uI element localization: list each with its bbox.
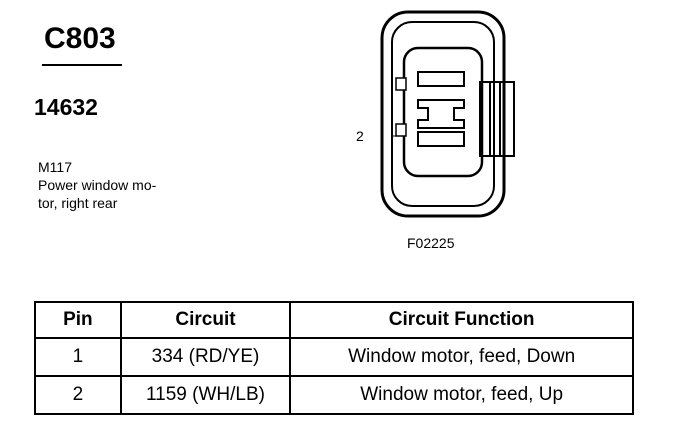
housing-inner bbox=[391, 21, 495, 207]
component-code: M117 bbox=[38, 159, 72, 175]
table-row: 2 1159 (WH/LB) Window motor, feed, Up bbox=[34, 375, 634, 415]
function-cell: Window motor, feed, Down bbox=[289, 337, 634, 377]
table-row: 1 334 (RD/YE) Window motor, feed, Down bbox=[34, 337, 634, 377]
locking-tab bbox=[479, 81, 515, 157]
column-header-function: Circuit Function bbox=[289, 301, 634, 339]
pin-cell: 1 bbox=[34, 337, 122, 377]
connector-id-underline bbox=[42, 64, 122, 66]
circuit-cell: 1159 (WH/LB) bbox=[119, 375, 292, 415]
figure-code: F02225 bbox=[407, 235, 455, 251]
pin-circuit-table: Pin Circuit Circuit Function 1 334 (RD/Y… bbox=[34, 301, 634, 415]
part-number: 14632 bbox=[34, 94, 98, 120]
key-notch-lower bbox=[395, 123, 407, 137]
component-description: M117 Power window mo- tor, right rear bbox=[38, 158, 198, 212]
table-header-row: Pin Circuit Circuit Function bbox=[34, 301, 634, 339]
terminal-cavity bbox=[402, 46, 484, 178]
column-header-circuit: Circuit bbox=[119, 301, 292, 339]
column-header-pin: Pin bbox=[34, 301, 122, 339]
circuit-cell: 334 (RD/YE) bbox=[119, 337, 292, 377]
connector-face-diagram bbox=[380, 10, 515, 218]
pin-callout-label: 2 bbox=[356, 128, 364, 144]
description-line-2: tor, right rear bbox=[38, 195, 118, 211]
pin-1-slot bbox=[417, 71, 465, 87]
connector-id: C803 bbox=[44, 22, 116, 55]
center-divider bbox=[417, 99, 465, 129]
housing-outer bbox=[380, 10, 506, 218]
description-line-1: Power window mo- bbox=[38, 177, 157, 193]
function-cell: Window motor, feed, Up bbox=[289, 375, 634, 415]
pin-2-slot bbox=[417, 131, 465, 147]
key-notch-upper bbox=[395, 77, 407, 91]
pin-cell: 2 bbox=[34, 375, 122, 415]
